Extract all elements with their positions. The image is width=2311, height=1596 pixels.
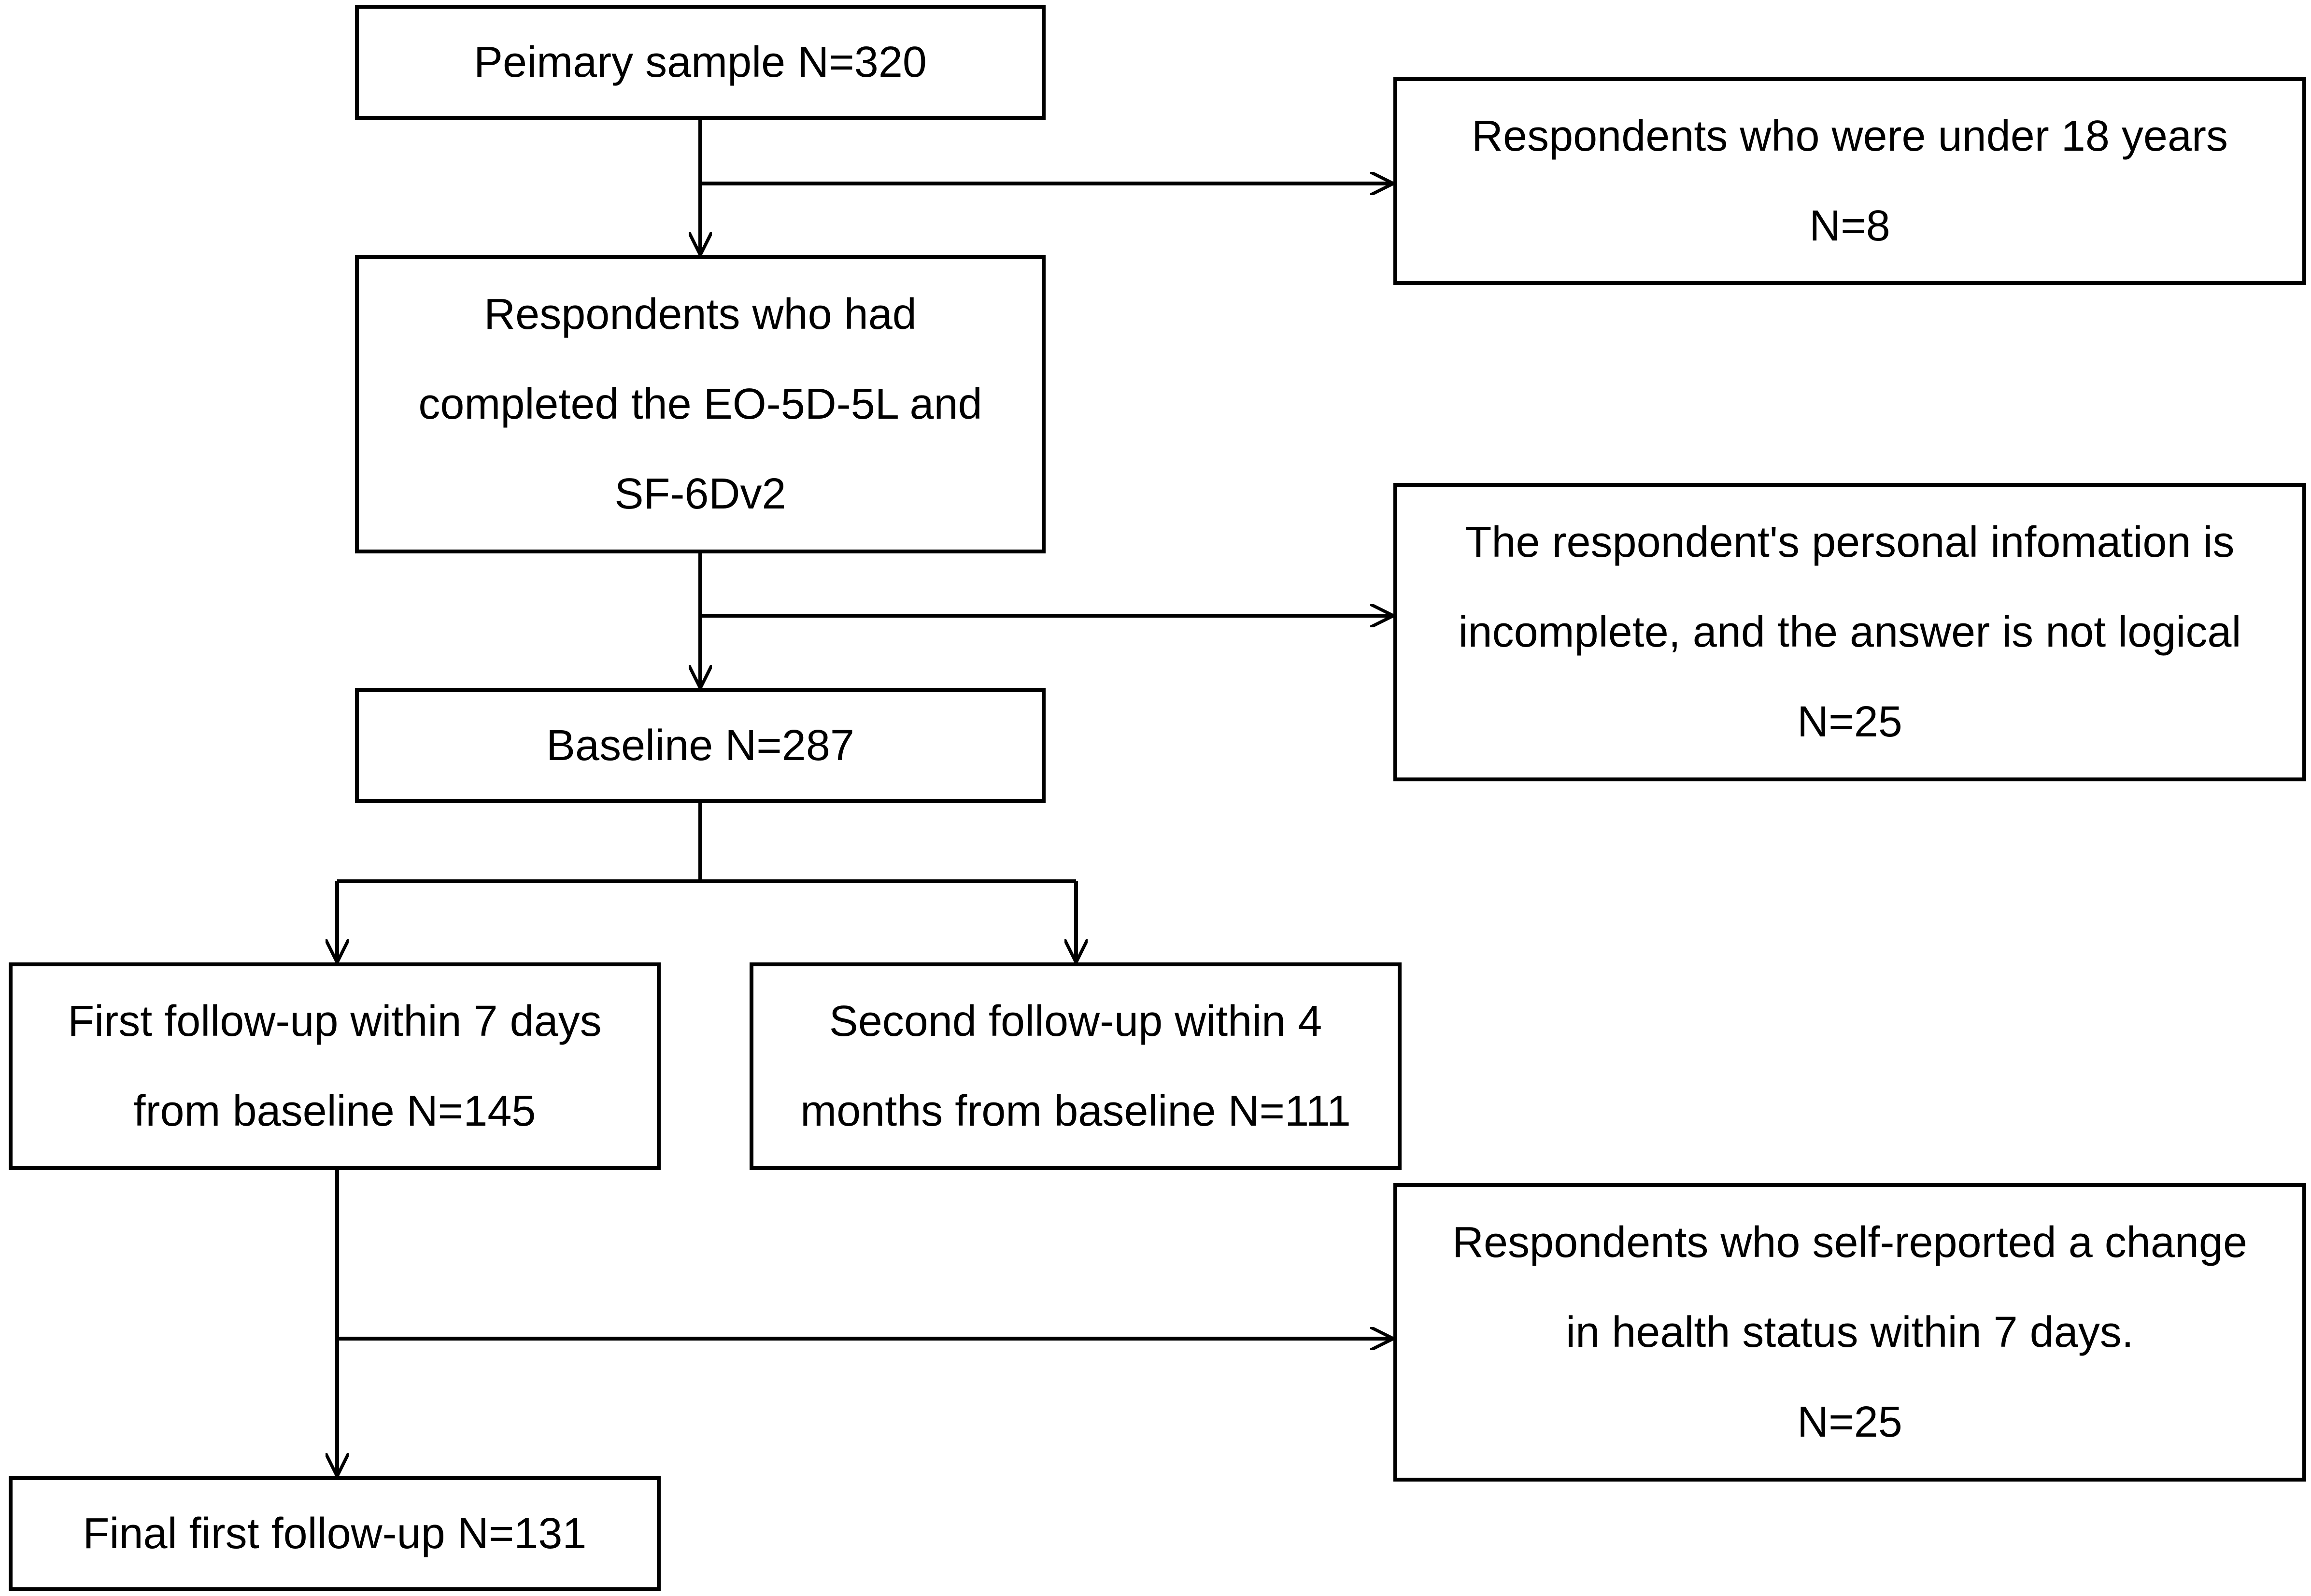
box-text-line: First follow-up within 7 days bbox=[68, 997, 602, 1045]
box-text-line: Respondents who self-reported a change bbox=[1452, 1218, 2248, 1267]
completed-questionnaires-box: Respondents who had completed the EO-5D-… bbox=[355, 255, 1046, 553]
box-text-line: N=25 bbox=[1797, 698, 1902, 746]
final-first-follow-up-box: Final first follow-up N=131 bbox=[9, 1476, 661, 1591]
box-text-line: in health status within 7 days. bbox=[1566, 1308, 2134, 1356]
box-text-line: Final first follow-up N=131 bbox=[83, 1510, 587, 1558]
exclusion-incomplete-box: The respondent's personal infomation is … bbox=[1393, 483, 2306, 781]
box-text-line: from baseline N=145 bbox=[133, 1087, 536, 1135]
box-text-line: N=25 bbox=[1797, 1398, 1902, 1446]
box-text-line: Respondents who were under 18 years bbox=[1472, 112, 2228, 160]
box-text-line: SF-6Dv2 bbox=[614, 470, 786, 518]
box-text-line: Second follow-up within 4 bbox=[829, 997, 1322, 1045]
exclusion-under18-box: Respondents who were under 18 years N=8 bbox=[1393, 77, 2306, 285]
second-follow-up-box: Second follow-up within 4 months from ba… bbox=[750, 962, 1402, 1170]
box-text-line: months from baseline N=111 bbox=[800, 1087, 1351, 1135]
box-text-line: completed the EO-5D-5L and bbox=[418, 380, 982, 428]
exclusion-health-change-box: Respondents who self-reported a change i… bbox=[1393, 1183, 2306, 1482]
first-follow-up-box: First follow-up within 7 days from basel… bbox=[9, 962, 661, 1170]
box-text-line: The respondent's personal infomation is bbox=[1465, 518, 2235, 566]
box-text-line: Respondents who had bbox=[484, 290, 917, 339]
box-text-line: incomplete, and the answer is not logica… bbox=[1458, 608, 2241, 656]
primary-sample-box: Peimary sample N=320 bbox=[355, 5, 1046, 120]
box-text-line: Baseline N=287 bbox=[546, 721, 854, 770]
baseline-box: Baseline N=287 bbox=[355, 688, 1046, 803]
box-text-line: N=8 bbox=[1809, 202, 1890, 250]
box-text-line: Peimary sample N=320 bbox=[474, 38, 927, 86]
